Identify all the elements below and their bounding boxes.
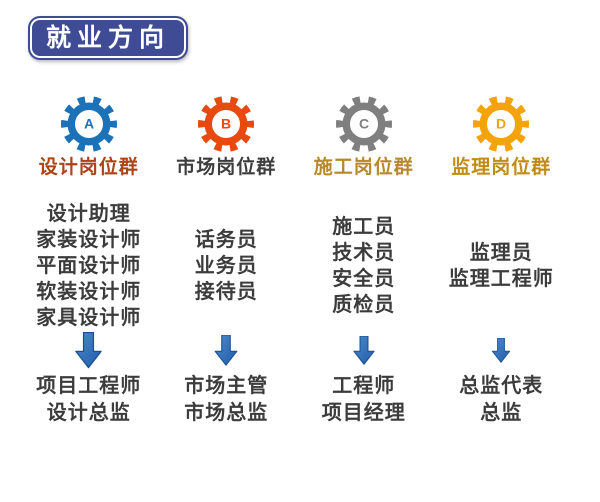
roles-list-design: 设计助理 家装设计师 平面设计师 软装设计师 家具设计师: [36, 203, 142, 329]
role-item: 话务员: [194, 229, 258, 251]
arrow-box: [75, 327, 102, 373]
role-item: 监理员: [469, 242, 533, 264]
role-item: 技术员: [332, 242, 396, 264]
advanced-role-item: 市场主管: [184, 375, 269, 397]
career-column-supervision: D 监理岗位群 监理员 监理工程师 总监代表 总监: [433, 96, 571, 427]
arrow-box: [352, 327, 376, 373]
down-arrow-icon: [214, 334, 238, 366]
role-item: 软装设计师: [36, 281, 142, 303]
role-item: 安全员: [332, 268, 396, 290]
role-item: 接待员: [194, 281, 258, 303]
advanced-role-item: 项目工程师: [36, 375, 142, 397]
gear-b-letter: B: [221, 116, 231, 132]
advanced-role-item: 项目经理: [321, 402, 406, 424]
roles-list-market: 话务员 业务员 接待员: [195, 205, 258, 327]
gear-c-letter: C: [359, 116, 369, 132]
group-label-design: 设计岗位群: [38, 157, 139, 178]
role-item: 施工员: [332, 216, 396, 238]
page-title: 就业方向: [28, 16, 189, 60]
role-item: 质检员: [332, 294, 396, 316]
career-column-construction: C 施工岗位群 施工员 技术员 安全员 质检员 工程师 项目经理: [295, 96, 433, 427]
role-item: 设计助理: [46, 203, 131, 225]
group-label-market: 市场岗位群: [176, 157, 277, 178]
career-column-design: A 设计岗位群 设计助理 家装设计师 平面设计师 软装设计师 家具设计师 项目工…: [20, 96, 158, 427]
advanced-role-item: 工程师: [332, 375, 396, 397]
role-item: 家具设计师: [36, 307, 142, 329]
advanced-roles-supervision: 总监代表 总监: [459, 373, 543, 427]
advanced-roles-market: 市场主管 市场总监: [184, 373, 268, 427]
gear-d-icon: D: [473, 96, 530, 152]
arrow-box: [491, 327, 511, 373]
advanced-roles-design: 项目工程师 设计总监: [36, 373, 141, 427]
career-column-market: B 市场岗位群 话务员 业务员 接待员 市场主管 市场总监: [158, 96, 296, 427]
role-item: 监理工程师: [448, 268, 554, 290]
career-columns: A 设计岗位群 设计助理 家装设计师 平面设计师 软装设计师 家具设计师 项目工…: [20, 96, 570, 427]
advanced-role-item: 市场总监: [184, 402, 269, 424]
gear-d-letter: D: [496, 116, 506, 132]
role-item: 平面设计师: [36, 255, 142, 277]
roles-list-construction: 施工员 技术员 安全员 质检员: [332, 205, 395, 327]
gear-a-icon: A: [60, 96, 117, 152]
advanced-role-item: 设计总监: [46, 402, 131, 424]
role-item: 家装设计师: [36, 229, 142, 251]
advanced-role-item: 总监: [480, 402, 523, 424]
advanced-role-item: 总监代表: [459, 375, 544, 397]
down-arrow-icon: [492, 337, 511, 363]
role-item: 业务员: [194, 255, 258, 277]
group-label-construction: 施工岗位群: [313, 157, 414, 178]
gear-a-letter: A: [84, 116, 94, 132]
group-label-supervision: 监理岗位群: [451, 157, 552, 178]
gear-b-icon: B: [198, 96, 255, 152]
gear-c-icon: C: [335, 96, 392, 152]
page-title-text: 就业方向: [46, 24, 171, 52]
advanced-roles-construction: 工程师 项目经理: [322, 373, 406, 427]
down-arrow-icon: [75, 331, 102, 368]
arrow-box: [214, 327, 238, 373]
down-arrow-icon: [353, 335, 375, 365]
roles-list-supervision: 监理员 监理工程师: [449, 205, 554, 327]
